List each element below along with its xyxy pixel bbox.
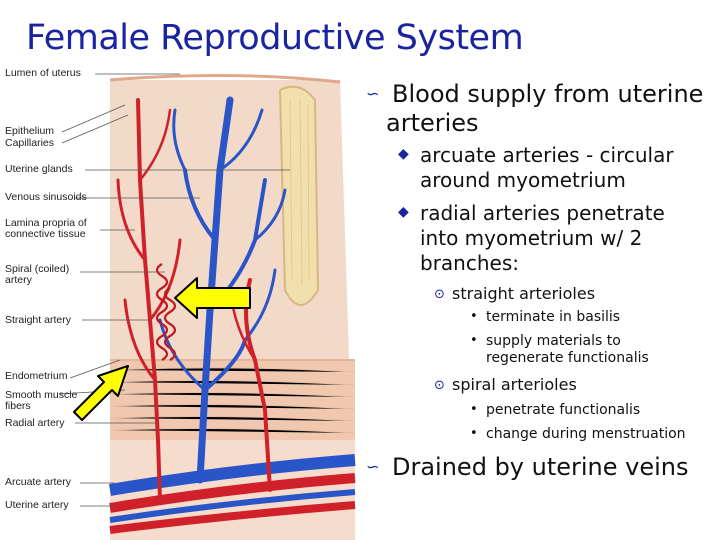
bullet-radial-line1: radial arteries penetrate xyxy=(420,201,665,225)
label-spiral-coiled: Spiral (coiled) xyxy=(5,263,70,275)
label-straight-artery: Straight artery xyxy=(5,314,71,326)
bullet-blood-supply-line1: Blood supply from uterine xyxy=(392,80,704,108)
yellow-arrow-icon xyxy=(73,277,251,421)
bullet-change-menstruation: change during menstruation xyxy=(486,426,686,442)
label-arcuate-artery: Arcuate artery xyxy=(5,476,71,488)
label-fibers: fibers xyxy=(5,400,31,412)
bullet-arcuate-line2: around myometrium xyxy=(420,168,626,192)
bullet-penetrate-functionalis: penetrate functionalis xyxy=(486,402,641,418)
circle-dot-bullet-icon: ⊙ xyxy=(434,287,445,302)
label-smooth-muscle: Smooth muscle xyxy=(5,389,78,401)
dot-bullet-icon: • xyxy=(470,309,478,324)
bullet-supply-materials: supply materials to xyxy=(486,333,621,349)
label-lamina-propria: Lamina propria of xyxy=(5,217,87,229)
diamond-bullet-icon: ◆ xyxy=(398,204,409,220)
label-epithelium: Epithelium xyxy=(5,125,55,137)
label-connective-tissue: connective tissue xyxy=(5,228,86,240)
label-capillaries: Capillaries xyxy=(5,137,55,149)
bullet-straight-arterioles: straight arterioles xyxy=(452,284,596,303)
label-uterine-artery: Uterine artery xyxy=(5,499,69,511)
label-venous-sinusoids: Venous sinusoids xyxy=(5,191,87,203)
bullet-terminate-basilis: terminate in basilis xyxy=(486,309,621,325)
bullet-arcuate-line1: arcuate arteries - circular xyxy=(420,143,674,167)
bullet-radial-line2: into myometrium w/ 2 xyxy=(420,226,643,250)
label-endometrium: Endometrium xyxy=(5,370,68,382)
bullet-spiral-arterioles: spiral arterioles xyxy=(452,375,577,394)
label-lumen-of-uterus: Lumen of uterus xyxy=(5,67,81,79)
label-radial-artery: Radial artery xyxy=(5,417,65,429)
dot-bullet-icon: • xyxy=(470,426,478,441)
dot-bullet-icon: • xyxy=(470,333,478,348)
label-artery: artery xyxy=(5,274,32,286)
circle-dot-bullet-icon: ⊙ xyxy=(434,378,445,393)
label-uterine-glands: Uterine glands xyxy=(5,163,73,175)
bullet-regenerate-functionalis: regenerate functionalis xyxy=(486,350,649,366)
swirl-bullet-icon: ∽ xyxy=(366,457,380,476)
bullet-drained-veins: Drained by uterine veins xyxy=(392,453,689,481)
dot-bullet-icon: • xyxy=(470,402,478,417)
bullet-radial-line3: branches: xyxy=(420,251,519,275)
bullet-blood-supply-line2: arteries xyxy=(386,109,479,137)
swirl-bullet-icon: ∽ xyxy=(366,84,380,103)
slide-title: Female Reproductive System xyxy=(26,18,524,58)
uterine-wall-illustration xyxy=(59,73,356,540)
diamond-bullet-icon: ◆ xyxy=(398,146,409,162)
